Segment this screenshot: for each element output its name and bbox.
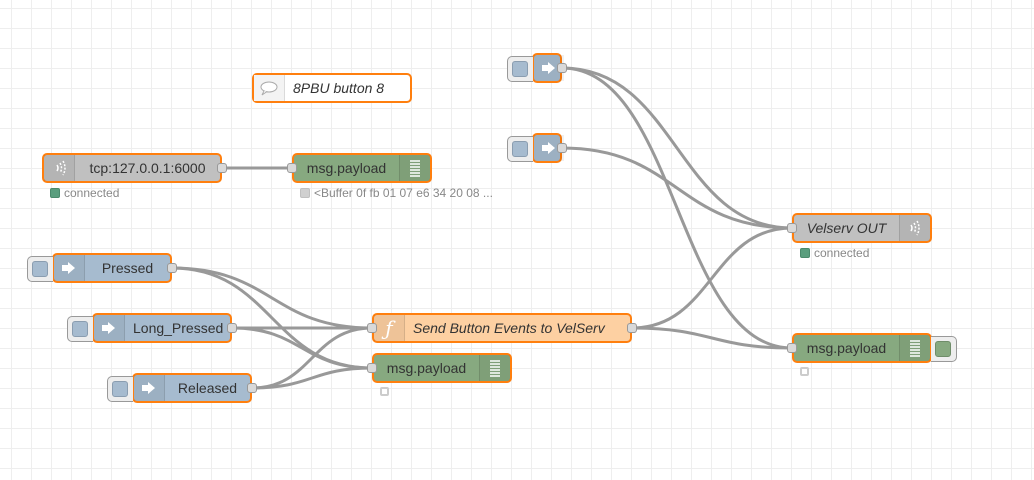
- bridge-icon: [899, 215, 930, 241]
- list-icon: [479, 355, 510, 381]
- tcp-out-status-text: connected: [814, 246, 870, 260]
- inject-released-label: Released: [177, 380, 238, 396]
- debug-top-label: msg.payload: [306, 160, 387, 176]
- inject-pressed-node[interactable]: Pressed: [27, 253, 177, 283]
- function-node[interactable]: ƒ Send Button Events to VelServ: [367, 313, 637, 343]
- output-port[interactable]: [247, 383, 257, 393]
- output-port[interactable]: [627, 323, 637, 333]
- arrow-in-icon: [94, 315, 125, 341]
- inject-top-right-1-node[interactable]: [507, 53, 567, 83]
- status-connected-icon: [50, 188, 60, 198]
- debug-right-node[interactable]: msg.payload: [787, 333, 957, 363]
- output-port[interactable]: [217, 163, 227, 173]
- comment-label: 8PBU button 8: [293, 80, 385, 96]
- input-port[interactable]: [787, 223, 797, 233]
- function-label: Send Button Events to VelServ: [413, 320, 605, 336]
- debug-right-status: [800, 367, 813, 376]
- list-icon: [899, 335, 930, 361]
- inject-button[interactable]: [507, 136, 533, 162]
- status-idle-icon: [300, 188, 310, 198]
- input-port[interactable]: [787, 343, 797, 353]
- output-port[interactable]: [227, 323, 237, 333]
- comment-node[interactable]: 8PBU button 8: [252, 73, 412, 103]
- tcp-in-label: tcp:127.0.0.1:6000: [89, 160, 206, 176]
- tcp-in-node[interactable]: tcp:127.0.0.1:6000: [42, 153, 227, 183]
- wire-function-to-tcp-out[interactable]: [631, 226, 793, 330]
- wire-inject1-to-debug-right[interactable]: [561, 66, 793, 350]
- status-connected-icon: [800, 248, 810, 258]
- debug-mid-node[interactable]: msg.payload: [367, 353, 512, 383]
- comment-icon: [254, 75, 285, 101]
- status-empty-icon: [800, 367, 809, 376]
- inject-long-pressed-label: Long_Pressed: [133, 320, 224, 336]
- debug-top-node[interactable]: msg.payload: [287, 153, 432, 183]
- debug-mid-label: msg.payload: [386, 360, 467, 376]
- debug-toggle-button[interactable]: [931, 336, 957, 362]
- tcp-in-status: connected: [50, 186, 119, 200]
- tcp-out-status: connected: [800, 246, 869, 260]
- wire-function-to-debug-right[interactable]: [631, 326, 793, 350]
- arrow-in-icon: [54, 255, 85, 281]
- output-port[interactable]: [167, 263, 177, 273]
- debug-top-status-text: <Buffer 0f fb 01 07 e6 34 20 08 ...: [314, 186, 493, 200]
- inject-top-right-2-node[interactable]: [507, 133, 567, 163]
- output-port[interactable]: [557, 63, 567, 73]
- inject-button[interactable]: [67, 316, 93, 342]
- bridge-icon: [44, 155, 75, 181]
- status-empty-icon: [380, 387, 389, 396]
- list-icon: [399, 155, 430, 181]
- inject-button[interactable]: [107, 376, 133, 402]
- output-port[interactable]: [557, 143, 567, 153]
- wire-long-pressed-to-debug-mid[interactable]: [231, 326, 373, 370]
- wire-inject2-to-tcp-out[interactable]: [561, 146, 793, 230]
- function-icon: ƒ: [374, 315, 405, 341]
- debug-right-label: msg.payload: [806, 340, 887, 356]
- inject-long-pressed-node[interactable]: Long_Pressed: [67, 313, 237, 343]
- wire-released-to-debug-mid[interactable]: [251, 366, 373, 390]
- debug-mid-status: [380, 387, 393, 396]
- arrow-in-icon: [134, 375, 165, 401]
- input-port[interactable]: [367, 363, 377, 373]
- inject-button[interactable]: [27, 256, 53, 282]
- wire-inject1-to-tcp-out[interactable]: [561, 66, 793, 230]
- wire-released-to-function[interactable]: [251, 326, 373, 390]
- inject-pressed-label: Pressed: [101, 260, 154, 276]
- inject-released-node[interactable]: Released: [107, 373, 257, 403]
- tcp-in-status-text: connected: [64, 186, 120, 200]
- inject-button[interactable]: [507, 56, 533, 82]
- debug-top-status: <Buffer 0f fb 01 07 e6 34 20 08 ...: [300, 186, 493, 200]
- input-port[interactable]: [367, 323, 377, 333]
- tcp-out-node[interactable]: Velserv OUT: [787, 213, 932, 243]
- tcp-out-label: Velserv OUT: [806, 220, 887, 236]
- input-port[interactable]: [287, 163, 297, 173]
